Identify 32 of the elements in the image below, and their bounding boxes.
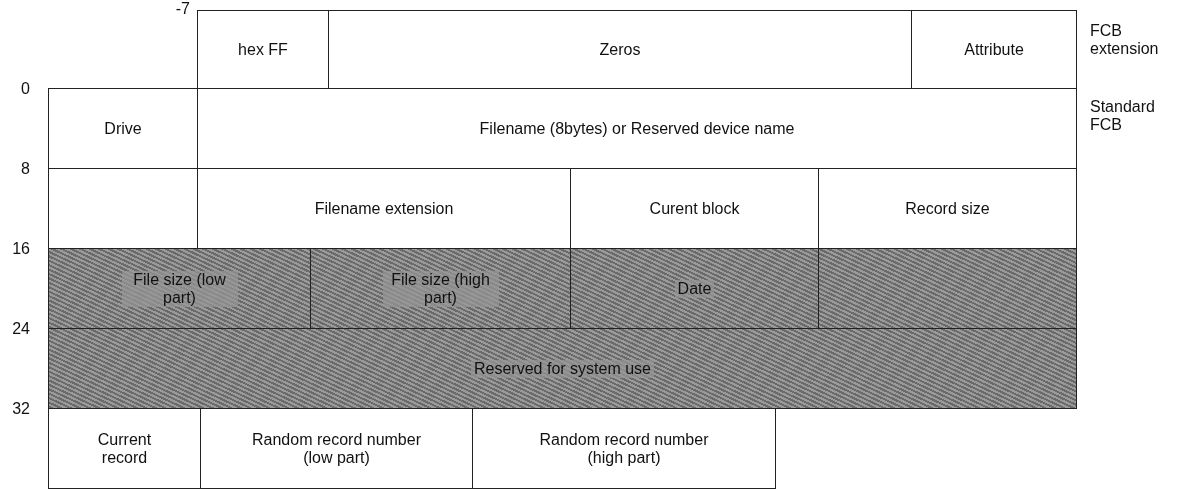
field-cell: [570, 248, 819, 329]
field-label: File size (low part): [121, 270, 238, 307]
field-label: Random record number (low part): [251, 430, 422, 467]
field-label: hex FF: [238, 40, 288, 59]
field-cell: [911, 10, 1077, 89]
field-label: File size (high part): [382, 270, 499, 307]
offset-number: 24: [11, 320, 30, 338]
section-label: Standard FCB: [1090, 98, 1156, 134]
field-cell: [48, 328, 1077, 409]
field-cell: [197, 10, 329, 89]
field-label: Date: [674, 279, 715, 298]
field-label: Drive: [104, 119, 142, 138]
field-label: Zeros: [599, 40, 641, 59]
section-label: FCB extension: [1090, 22, 1160, 58]
field-label: Filename extension: [314, 199, 454, 218]
field-cell: [48, 408, 201, 489]
field-label: Reserved for system use: [471, 359, 654, 378]
offset-number: 32: [11, 400, 30, 418]
field-cell: [472, 408, 776, 489]
field-cell: [48, 88, 198, 169]
field-label: Current record: [96, 430, 153, 467]
offset-number: 8: [20, 160, 30, 178]
offset-number: -7: [174, 0, 190, 18]
offset-number: 16: [11, 240, 30, 258]
field-cell: [310, 248, 571, 329]
field-label: Random record number (high part): [538, 430, 710, 467]
field-label: Curent block: [649, 199, 740, 218]
field-label: Record size: [905, 199, 990, 218]
offset-number: 0: [20, 80, 30, 98]
field-cell: [48, 248, 311, 329]
field-label: Attribute: [964, 40, 1024, 59]
field-label: Filename (8bytes) or Reserved device name: [479, 119, 795, 138]
